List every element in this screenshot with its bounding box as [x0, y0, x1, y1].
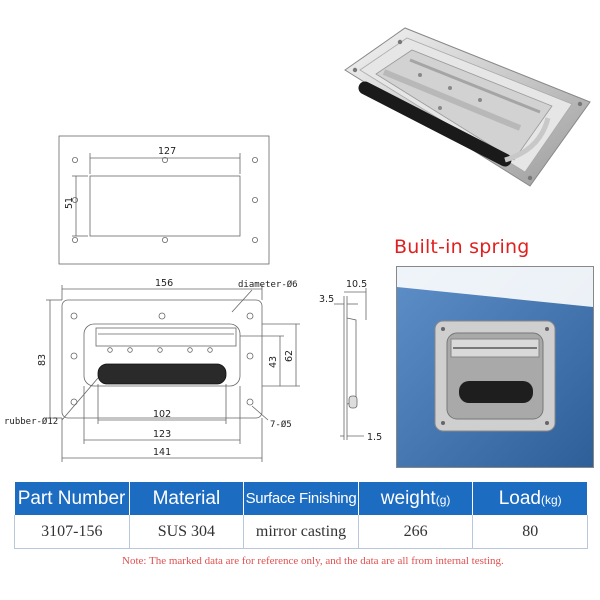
product-render-image	[344, 27, 591, 187]
dim-side-10-5: 10.5	[346, 279, 367, 290]
technical-drawing: 127 51 156 dia	[4, 27, 591, 462]
table-row: 3107-156 SUS 304 mirror casting 266 80	[14, 515, 588, 549]
side-view	[334, 288, 367, 440]
cutout-view	[58, 135, 270, 265]
dim-inner-height: 43	[268, 356, 279, 368]
header-load: Load(kg)	[472, 482, 588, 515]
built-in-spring-callout: Built-in spring	[394, 236, 530, 258]
cell-surface-finishing: mirror casting	[243, 515, 359, 549]
dim-width-102: 102	[153, 409, 171, 420]
dim-height: 83	[37, 354, 48, 366]
cell-load: 80	[472, 515, 588, 549]
dim-diameter: diameter-Ø6	[238, 279, 298, 290]
dim-rubber: rubber-Ø12	[4, 416, 58, 427]
reference-note: Note: The marked data are for reference …	[122, 555, 504, 567]
spec-table: Part Number Material Surface Finishing w…	[14, 482, 588, 549]
dim-holes: 7-Ø5	[270, 419, 292, 430]
front-view	[46, 285, 300, 462]
dim-cutout-height: 51	[64, 197, 75, 209]
dim-side-3-5: 3.5	[319, 294, 334, 305]
dim-width-123: 123	[153, 429, 171, 440]
header-weight: weight(g)	[358, 482, 474, 515]
cell-material: SUS 304	[128, 515, 244, 549]
spec-table-header: Part Number Material Surface Finishing w…	[14, 482, 588, 515]
cell-part-number: 3107-156	[14, 515, 130, 549]
dim-side-1-5: 1.5	[367, 432, 382, 443]
spring-detail-photo	[396, 266, 594, 468]
header-surface-finishing: Surface Finishing	[243, 482, 359, 515]
header-material: Material	[129, 482, 245, 515]
dim-cutout-width: 127	[158, 146, 176, 157]
dim-handle-height: 62	[284, 350, 295, 362]
dim-overall-length: 156	[155, 278, 173, 289]
cell-weight: 266	[357, 515, 473, 549]
header-part-number: Part Number	[14, 482, 130, 515]
dim-width-141: 141	[153, 447, 171, 458]
